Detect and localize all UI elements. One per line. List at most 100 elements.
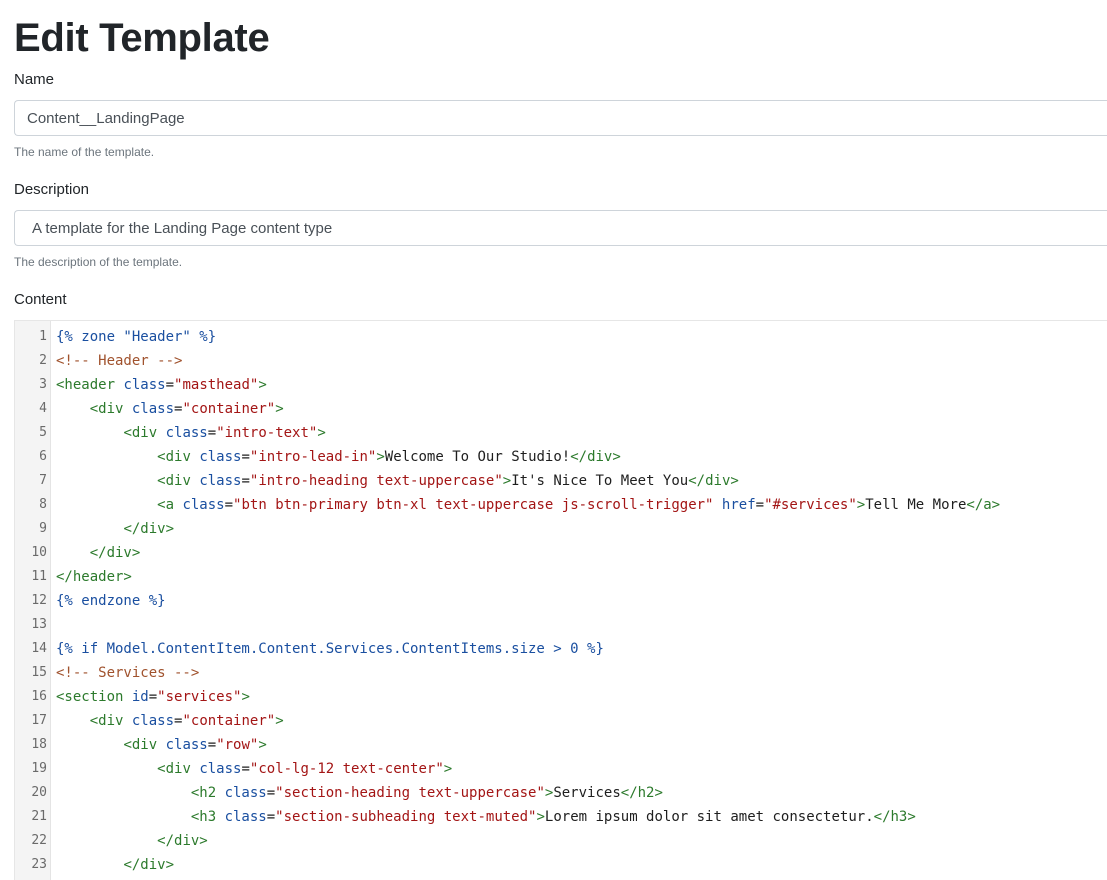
code-token: Lorem ipsum dolor sit amet consectetur. [544,809,874,825]
code-text: <section id="services"> [56,685,250,709]
code-token: = [266,809,276,825]
code-token: </div> [123,857,175,873]
code-token [56,833,157,849]
code-token: <div [157,449,200,465]
code-token: class [199,761,242,777]
line-number-gutter [15,321,51,880]
code-token: class [182,497,225,513]
code-token [56,497,157,513]
code-token: = [174,401,183,417]
code-editor[interactable]: 1{% zone "Header" %}2<!-- Header -->3<he… [14,320,1107,880]
code-token: > [502,473,512,489]
code-token: <!-- Services --> [56,665,200,681]
code-token: <h3 [190,809,225,825]
code-token: <div [157,761,200,777]
code-token: class [224,785,267,801]
line-number: 8 [39,497,47,512]
code-token: </a> [966,497,1001,513]
code-token: "services" [157,689,242,705]
code-token: {% if Model.ContentItem.Content.Services… [56,641,604,657]
code-token: = [207,425,217,441]
code-token: "#services" [764,497,857,513]
code-token: > [317,425,326,441]
code-token [56,449,157,465]
code-token: "col-lg-12 text-center" [249,761,444,777]
code-token: = [241,761,250,777]
code-text: <div class="container"> [56,709,284,733]
page-title: Edit Template [14,16,270,60]
line-number: 15 [31,665,47,680]
code-token: </div> [89,545,141,561]
code-token: > [275,401,284,417]
line-number: 13 [31,617,47,632]
code-text: <div class="intro-lead-in">Welcome To Ou… [56,445,621,469]
code-token: class [131,401,175,417]
code-text: </div> [56,829,208,853]
description-field[interactable] [14,210,1107,246]
code-token: > [275,713,284,729]
code-token: It's Nice To Meet You [511,473,689,489]
line-number: 2 [39,353,47,368]
code-text: <a class="btn btn-primary btn-xl text-up… [56,493,1000,517]
code-token: <a [157,497,183,513]
code-token [56,761,157,777]
code-token: </div> [688,473,739,489]
code-token: {% endzone %} [56,593,166,609]
code-token: > [536,809,545,825]
line-number: 16 [31,689,47,704]
code-text: {% endzone %} [56,589,166,613]
code-token: > [443,761,453,777]
code-token: = [241,449,250,465]
code-token: = [224,497,234,513]
line-number: 23 [31,857,47,872]
code-token: = [755,497,765,513]
code-token: <div [89,401,132,417]
description-help-text: The description of the template. [14,255,183,269]
line-number: 10 [31,545,47,560]
line-number: 9 [39,521,47,536]
code-text: </div> [56,541,141,565]
code-token [56,785,191,801]
code-text: </div> [56,517,174,541]
line-number: 12 [31,593,47,608]
code-token: "masthead" [174,377,259,393]
content-label: Content [14,291,67,308]
code-token: > [241,689,250,705]
code-token: <div [89,713,132,729]
code-token: > [856,497,866,513]
line-number: 3 [39,377,47,392]
code-token: class [199,473,242,489]
code-token [56,809,191,825]
line-number: 18 [31,737,47,752]
line-number: 1 [39,329,47,344]
code-token: "container" [182,401,276,417]
code-token: </div> [157,833,208,849]
code-token: class [123,377,166,393]
code-token [56,857,123,873]
code-token: > [376,449,385,465]
code-token: <div [157,473,200,489]
code-text: </div> [56,853,174,877]
code-token: </header> [56,569,132,585]
code-token: = [165,377,175,393]
code-token: class [165,737,208,753]
code-token: </h3> [873,809,916,825]
line-number: 11 [31,569,47,584]
line-number: 20 [31,785,47,800]
code-token: class [224,809,267,825]
line-number: 7 [39,473,47,488]
code-token: "section-subheading text-muted" [275,809,537,825]
code-token: = [174,713,183,729]
code-token: "intro-lead-in" [249,449,377,465]
code-token: <h2 [190,785,225,801]
code-token [713,497,721,513]
code-token: = [207,737,217,753]
code-token [56,545,90,561]
code-text: <div class="intro-heading text-uppercase… [56,469,739,493]
code-token: <div [123,425,166,441]
code-token [56,737,123,753]
name-field[interactable] [14,100,1107,136]
code-text: <!-- Header --> [56,349,182,373]
code-token: {% zone "Header" %} [56,329,217,345]
code-text: <div class="intro-text"> [56,421,326,445]
